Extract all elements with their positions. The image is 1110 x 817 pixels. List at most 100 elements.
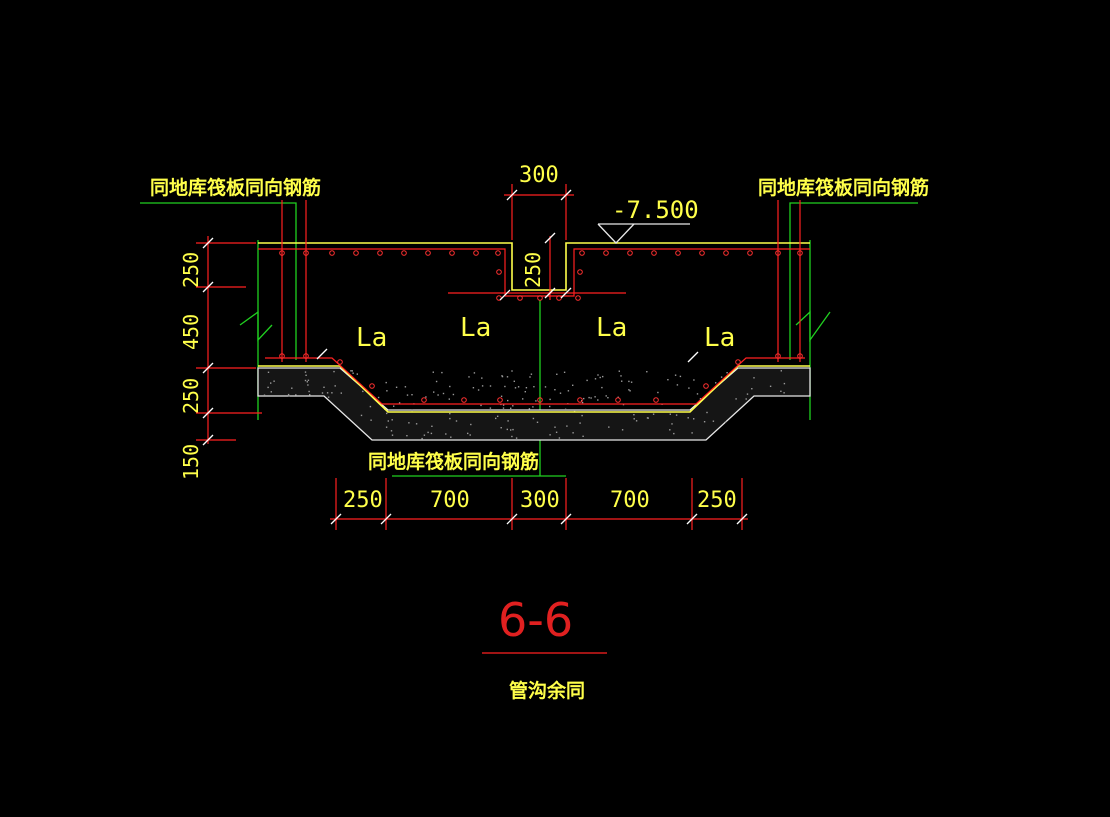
concrete-speckle	[572, 432, 574, 434]
callout-top-left: 同地库筏板同向钢筋	[150, 176, 321, 199]
concrete-speckle	[391, 419, 393, 421]
concrete-speckle	[331, 392, 333, 394]
concrete-speckle	[472, 387, 475, 389]
anchor-label-3: La	[596, 313, 627, 343]
concrete-speckle	[675, 414, 678, 416]
dim-bottom-2: 700	[430, 488, 470, 513]
concrete-speckle	[433, 391, 435, 393]
concrete-speckle	[621, 429, 624, 431]
concrete-speckle	[495, 417, 497, 420]
concrete-speckle	[263, 394, 266, 396]
rebar-dot	[775, 250, 781, 256]
concrete-speckle	[501, 375, 504, 378]
concrete-speckle	[630, 381, 633, 383]
rebar-dot	[675, 250, 681, 256]
concrete-speckle	[780, 370, 782, 372]
concrete-speckle	[769, 385, 772, 387]
rebar-dot	[651, 250, 657, 256]
rebar-dot	[337, 359, 343, 365]
concrete-speckle	[448, 398, 450, 400]
concrete-speckle	[480, 404, 482, 407]
concrete-speckle	[579, 422, 581, 424]
concrete-speckle	[618, 370, 620, 372]
concrete-speckle	[703, 421, 706, 423]
concrete-speckle	[657, 391, 659, 394]
concrete-speckle	[288, 395, 290, 397]
concrete-speckle	[340, 392, 342, 394]
concrete-speckle	[621, 380, 623, 382]
concrete-speckle	[431, 425, 433, 427]
concrete-speckle	[753, 377, 755, 379]
callout-top-right: 同地库筏板同向钢筋	[758, 176, 929, 199]
elevation-label: -7.500	[612, 196, 699, 224]
concrete-speckle	[398, 402, 401, 404]
rebar-dot	[735, 359, 741, 365]
concrete-speckle	[507, 420, 509, 422]
concrete-speckle	[287, 393, 290, 396]
concrete-speckle	[594, 378, 597, 380]
concrete-speckle	[735, 398, 737, 400]
anchor-label-2: La	[460, 313, 491, 343]
concrete-speckle	[515, 437, 518, 439]
anchor-label-1: La	[356, 323, 387, 353]
concrete-speckle	[559, 392, 562, 394]
concrete-speckle	[652, 413, 655, 415]
concrete-speckle	[712, 420, 715, 422]
concrete-speckle	[699, 398, 702, 400]
concrete-speckle	[304, 371, 307, 373]
concrete-speckle	[517, 386, 520, 388]
concrete-speckle	[679, 375, 682, 378]
concrete-speckle	[473, 372, 476, 374]
concrete-speckle	[421, 437, 423, 440]
concrete-speckle	[590, 397, 592, 399]
concrete-speckle	[605, 395, 607, 397]
concrete-speckle	[512, 428, 514, 431]
rebar-dot	[699, 250, 705, 256]
rebar-dot	[329, 250, 335, 256]
concrete-speckle	[633, 414, 635, 416]
concrete-speckle	[554, 389, 556, 391]
concrete-speckle	[455, 420, 458, 422]
concrete-speckle	[502, 407, 505, 409]
concrete-speckle	[506, 376, 509, 378]
concrete-speckle	[544, 386, 547, 388]
dim-vertical-4: 150	[179, 444, 203, 480]
concrete-speckle	[706, 411, 708, 414]
concrete-speckle	[360, 414, 363, 417]
concrete-speckle	[500, 395, 503, 397]
concrete-speckle	[305, 374, 307, 376]
concrete-speckle	[309, 394, 311, 396]
concrete-speckle	[554, 426, 556, 428]
concrete-speckle	[594, 396, 596, 398]
rebar-dot	[496, 269, 502, 275]
rebar-dot	[577, 269, 583, 275]
concrete-speckle	[506, 428, 508, 431]
concrete-speckle	[524, 391, 526, 393]
concrete-speckle	[563, 371, 566, 373]
concrete-speckle	[489, 385, 492, 387]
rebar-dot	[425, 250, 431, 256]
concrete-speckle	[504, 385, 506, 388]
rebar-dot	[653, 397, 659, 403]
concrete-speckle	[633, 418, 635, 420]
concrete-speckle	[745, 398, 747, 400]
concrete-speckle	[502, 404, 505, 406]
concrete-speckle	[449, 385, 451, 388]
concrete-speckle	[567, 390, 570, 392]
concrete-speckle	[304, 379, 307, 382]
concrete-speckle	[291, 387, 293, 389]
concrete-speckle	[445, 433, 447, 435]
rebar-dot	[279, 250, 285, 256]
concrete-speckle	[386, 390, 388, 392]
concrete-speckle	[522, 398, 524, 400]
concrete-speckle	[597, 374, 599, 376]
concrete-speckle	[688, 387, 690, 389]
concrete-speckle	[350, 370, 352, 372]
concrete-speckle	[406, 394, 409, 396]
concrete-speckle	[566, 425, 568, 427]
concrete-speckle	[510, 429, 512, 431]
concrete-speckle	[500, 427, 502, 429]
rebar-dot	[303, 250, 309, 256]
concrete-speckle	[507, 399, 509, 402]
